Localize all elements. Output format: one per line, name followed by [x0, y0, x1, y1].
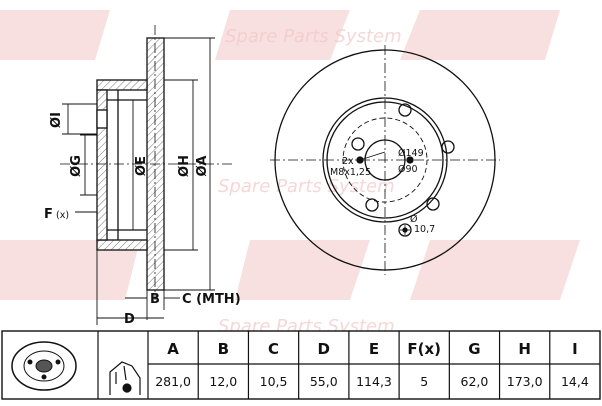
table-header-8: I: [572, 340, 578, 358]
table-value-2: 10,5: [260, 374, 288, 389]
table-header-0: A: [167, 340, 179, 358]
table-header-5: F(x): [407, 340, 441, 358]
bolt-hole: [398, 223, 412, 237]
brake-disc-thumbnail-icon: [11, 341, 77, 391]
label-dim-e: ØE: [134, 156, 149, 176]
table-value-3: 55,0: [310, 374, 338, 389]
label-thread-qty: 2x: [342, 156, 354, 167]
label-dim-g: ØG: [69, 155, 84, 177]
bolt-hole: [398, 103, 412, 117]
label-dim-f: F: [44, 207, 53, 222]
table-header-3: D: [318, 340, 330, 358]
label-dim-h: ØH: [177, 155, 192, 177]
label-center-bore: Ø90: [398, 164, 418, 175]
bolt-hole-section: [96, 109, 108, 129]
label-dim-a: ØA: [195, 156, 210, 177]
front-view-labels: Ø149 Ø90 2x M8x1,25 Ø 10,7: [330, 148, 435, 235]
table-header-2: C: [268, 340, 279, 358]
watermark: Spare Parts System Spare Parts System Sp…: [0, 10, 580, 337]
side-view-labels: ØI ØG ØE ØH ØA F (x) B C (MTH) D: [44, 112, 241, 327]
side-view: [60, 25, 235, 325]
table-value-5: 5: [420, 374, 428, 389]
bolt-hole: [426, 197, 440, 211]
table-value-4: 114,3: [356, 374, 392, 389]
label-dim-c: C (MTH): [182, 292, 241, 307]
table-header-1: B: [218, 340, 229, 358]
table-value-8: 14,4: [561, 374, 589, 389]
spec-table: A B C D E F(x) G H I 281,0 12,0 10,5 55,0 114,3 5 62,0…: [1, 330, 601, 400]
hat-wall-top: [96, 79, 148, 91]
bolt-hole: [365, 198, 379, 212]
hub-face: [96, 89, 108, 241]
watermark-tagline: Spare Parts System: [225, 26, 402, 47]
table-header-4: E: [369, 340, 379, 358]
label-hole: Ø: [410, 214, 417, 225]
label-thread: M8x1,25: [330, 167, 371, 178]
bolt-hole: [351, 137, 365, 151]
table-value-7: 173,0: [507, 374, 543, 389]
label-pcd: Ø149: [398, 148, 424, 159]
label-dim-f-suffix: (x): [56, 210, 69, 221]
bolt-hole: [441, 140, 455, 154]
table-value-1: 12,0: [209, 374, 237, 389]
table-header-7: H: [518, 340, 531, 358]
front-view: [270, 45, 500, 275]
label-dim-d: D: [124, 312, 135, 327]
hat-wall-bottom: [96, 239, 148, 251]
label-dim-b: B: [150, 292, 160, 307]
caliper-hand-icon: [109, 361, 141, 395]
table-value-6: 62,0: [461, 374, 489, 389]
label-hole-size: 10,7: [414, 224, 435, 235]
label-dim-i: ØI: [49, 112, 64, 128]
table-header-6: G: [468, 340, 480, 358]
watermark-tagline: Spare Parts System: [218, 176, 395, 197]
table-value-0: 281,0: [155, 374, 191, 389]
